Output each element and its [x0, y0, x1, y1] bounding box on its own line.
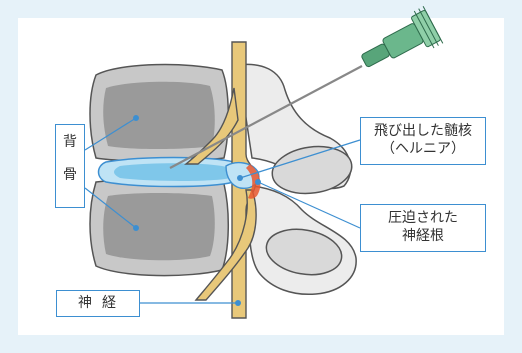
label-nerve-root: 圧迫された 神経根	[360, 204, 486, 252]
label-nerve: 神経	[56, 290, 140, 317]
label-hernia-line-2: （ヘルニア）	[381, 140, 465, 157]
leader-root	[257, 181, 361, 229]
syringe-hub	[361, 6, 444, 68]
nerve-root	[194, 189, 257, 301]
vertebra-upper-body	[103, 81, 215, 149]
dot-root	[255, 179, 261, 185]
label-spine: 背 骨	[55, 124, 85, 208]
facet-joint-upper	[271, 145, 353, 195]
leader-dots	[133, 115, 261, 306]
dot-hernia	[237, 175, 243, 181]
label-root-line-1: 圧迫された	[388, 210, 458, 226]
facet-joint-lower	[265, 228, 343, 276]
dot-spine-upper	[133, 115, 139, 121]
leader-spine-lower	[84, 187, 137, 229]
leader-lines	[84, 117, 361, 304]
nucleus-pulposus	[114, 163, 236, 181]
dot-nerve	[235, 300, 241, 306]
label-hernia: 飛び出した髄核 （ヘルニア）	[360, 117, 486, 165]
leader-hernia	[239, 139, 361, 179]
vertebra-lower-body	[103, 193, 215, 261]
label-spine-char-1: 背	[63, 134, 77, 150]
label-spine-char-2: 骨	[63, 167, 77, 183]
label-hernia-line-1: 飛び出した髄核	[374, 123, 472, 139]
leader-spine-upper	[84, 117, 137, 151]
label-nerve-text: 神経	[78, 295, 126, 311]
label-root-line-2: 神経根	[402, 227, 444, 244]
dot-spine-lower	[133, 225, 139, 231]
needle	[169, 65, 363, 169]
